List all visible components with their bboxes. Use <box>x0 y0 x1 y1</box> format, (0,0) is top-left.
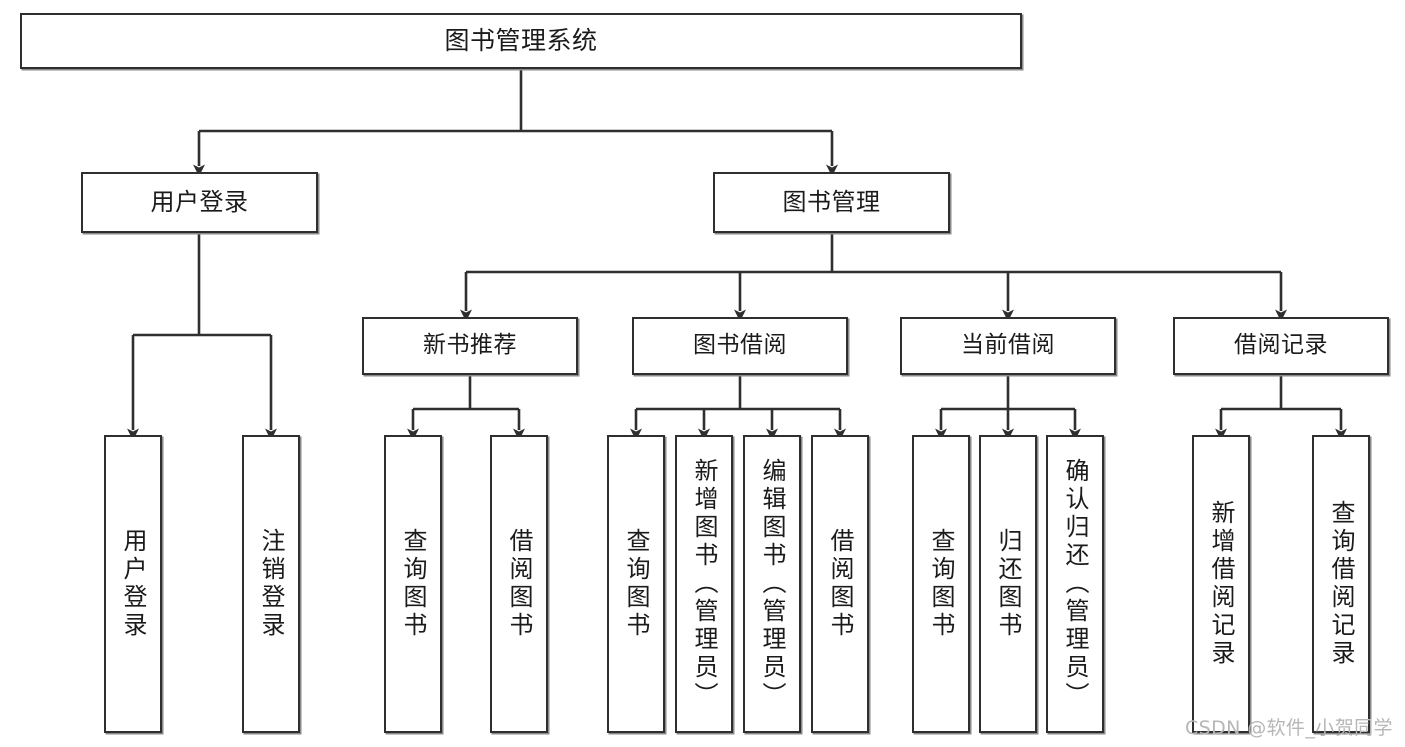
node-leaf-query-book-2-label: 查询图书 <box>622 528 650 640</box>
node-leaf-add-book-label: 新增图书（管理员） <box>690 458 718 710</box>
node-borrow-record[interactable]: 借阅记录 <box>1173 317 1389 375</box>
node-leaf-add-book[interactable]: 新增图书（管理员） <box>675 435 733 733</box>
node-leaf-user-login-label: 用户登录 <box>119 528 147 640</box>
node-leaf-edit-book[interactable]: 编辑图书（管理员） <box>743 435 801 733</box>
node-leaf-borrow-book-2-label: 借阅图书 <box>826 528 854 640</box>
node-user-login-label: 用户登录 <box>150 188 249 217</box>
node-book-manage-label: 图书管理 <box>782 188 881 217</box>
node-leaf-confirm-return-label: 确认归还（管理员） <box>1061 458 1089 710</box>
node-leaf-query-book-2[interactable]: 查询图书 <box>607 435 665 733</box>
node-leaf-return-book[interactable]: 归还图书 <box>979 435 1037 733</box>
node-current-borrow[interactable]: 当前借阅 <box>900 317 1116 375</box>
node-new-book-recommend-label: 新书推荐 <box>423 332 517 359</box>
node-leaf-add-record-label: 新增借阅记录 <box>1207 500 1235 668</box>
node-leaf-user-logout[interactable]: 注销登录 <box>242 435 300 733</box>
node-leaf-query-book-1[interactable]: 查询图书 <box>384 435 442 733</box>
node-leaf-borrow-book-1-label: 借阅图书 <box>505 528 533 640</box>
csdn-watermark: CSDN @软件_小贺同学 <box>1185 717 1393 739</box>
node-leaf-confirm-return[interactable]: 确认归还（管理员） <box>1046 435 1104 733</box>
node-root-label: 图书管理系统 <box>444 26 598 56</box>
node-root[interactable]: 图书管理系统 <box>20 13 1022 69</box>
node-book-manage[interactable]: 图书管理 <box>713 172 950 233</box>
node-book-borrow-label: 图书借阅 <box>693 332 787 359</box>
node-leaf-return-book-label: 归还图书 <box>994 528 1022 640</box>
node-leaf-query-book-1-label: 查询图书 <box>399 528 427 640</box>
node-leaf-borrow-book-2[interactable]: 借阅图书 <box>811 435 869 733</box>
node-leaf-query-book-3-label: 查询图书 <box>927 528 955 640</box>
node-borrow-record-label: 借阅记录 <box>1234 332 1328 359</box>
node-leaf-user-login[interactable]: 用户登录 <box>104 435 162 733</box>
node-user-login[interactable]: 用户登录 <box>81 172 318 233</box>
node-current-borrow-label: 当前借阅 <box>961 332 1055 359</box>
node-leaf-query-book-3[interactable]: 查询图书 <box>912 435 970 733</box>
node-leaf-query-record-label: 查询借阅记录 <box>1327 500 1355 668</box>
node-new-book-recommend[interactable]: 新书推荐 <box>362 317 578 375</box>
node-leaf-query-record[interactable]: 查询借阅记录 <box>1312 435 1370 733</box>
node-leaf-edit-book-label: 编辑图书（管理员） <box>758 458 786 710</box>
node-leaf-borrow-book-1[interactable]: 借阅图书 <box>490 435 548 733</box>
node-leaf-add-record[interactable]: 新增借阅记录 <box>1192 435 1250 733</box>
node-leaf-user-logout-label: 注销登录 <box>257 528 285 640</box>
node-book-borrow[interactable]: 图书借阅 <box>632 317 848 375</box>
